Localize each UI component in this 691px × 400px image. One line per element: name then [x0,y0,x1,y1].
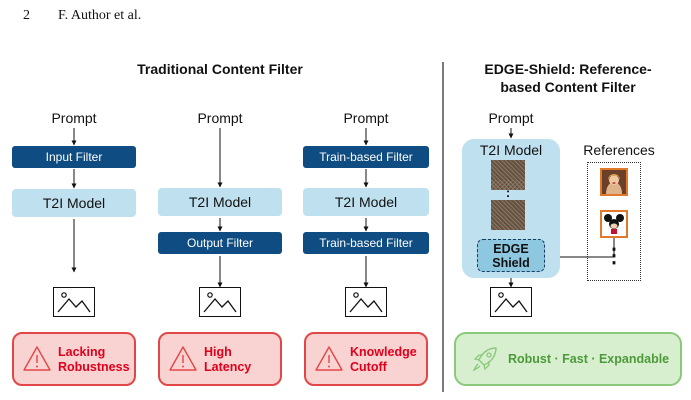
benefits-box: Robust · Fast · Expandable [454,332,682,386]
mountain-picture-icon [53,287,95,317]
col2-t2i-model-box: T2I Model [158,188,282,216]
edge-section-title: EDGE-Shield: Reference- based Content Fi… [452,60,684,96]
warning-triangle-icon [315,346,343,371]
edge-shield-box: EDGE Shield [477,239,545,272]
edge-prompt-label: Prompt [488,110,534,126]
warning-line1: High [204,345,232,359]
noisy-latent-image-2 [491,200,525,230]
col3-prompt-label: Prompt [343,110,389,126]
noisy-latent-image-1 [491,160,525,190]
warning-triangle-icon [169,346,197,371]
mountain-picture-icon [345,287,387,317]
edge-shield-line1: EDGE [493,242,529,256]
edge-title-line2: based Content Filter [500,79,636,95]
col3-train-filter-box-bottom: Train-based Filter [303,232,429,254]
traditional-section-title: Traditional Content Filter [137,61,303,77]
mountain-picture-icon [199,287,241,317]
mountain-picture-icon [490,287,532,317]
edge-t2i-model-label: T2I Model [479,142,543,158]
warning-box-high-latency: High Latency [158,332,282,386]
running-header-authors: F. Author et al. [58,8,142,23]
cartoon-mouse-icon [600,210,628,238]
col1-t2i-model-box: T2I Model [12,189,136,217]
references-box [587,162,641,281]
warning-box-lacking-robustness: Lacking Robustness [12,332,136,386]
col3-train-filter-box-top: Train-based Filter [303,146,429,168]
edge-title-line1: EDGE-Shield: Reference- [484,61,652,77]
col1-prompt-label: Prompt [51,110,97,126]
page-number: 2 [23,8,30,23]
col2-prompt-label: Prompt [197,110,243,126]
latent-ellipsis: : [505,185,511,200]
benefits-text: Robust · Fast · Expandable [508,352,670,366]
references-label: References [583,142,655,158]
rocket-icon [472,347,497,372]
warning-line2: Latency [204,360,252,374]
col3-t2i-model-box: T2I Model [303,188,429,216]
warning-line1: Knowledge [350,345,417,359]
warning-line2: Cutoff [350,360,387,374]
person-photo-icon [600,168,628,196]
col1-input-filter-box: Input Filter [12,146,136,168]
noise-texture-overlay [491,180,525,190]
edge-shield-line2: Shield [492,256,530,270]
warning-line2: Robustness [58,360,130,374]
warning-triangle-icon [23,346,51,371]
warning-box-knowledge-cutoff: Knowledge Cutoff [304,332,428,386]
col2-output-filter-box: Output Filter [158,232,282,254]
references-more-ellipsis: ⋮ [604,245,624,267]
warning-line1: Lacking [58,345,106,359]
